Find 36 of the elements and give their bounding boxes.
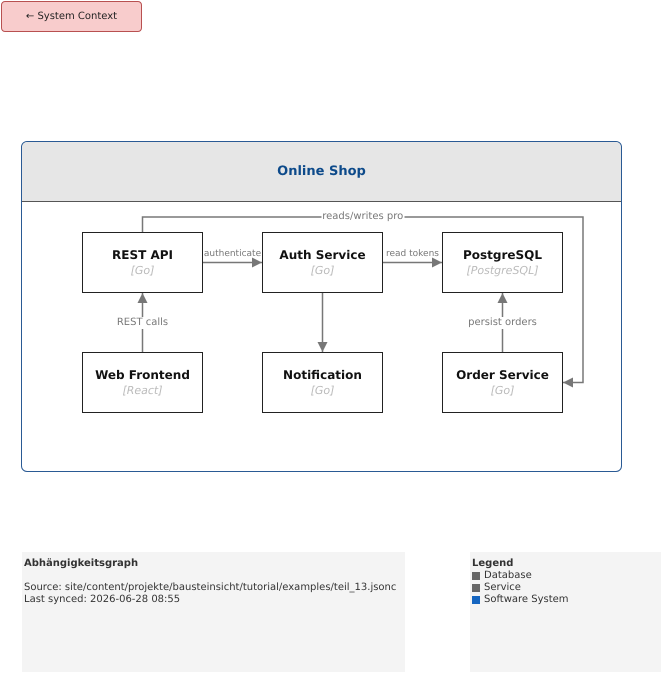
container-box: [82, 232, 203, 293]
technology-label: [React]: [122, 384, 163, 397]
node-title: Notification: [283, 368, 362, 382]
node-title: Order Service: [456, 368, 549, 382]
node-title: REST API: [112, 248, 173, 262]
legend-title: Legend: [472, 558, 514, 570]
technology-label: [Go]: [310, 264, 334, 277]
back-button: ← System Context: [1, 1, 142, 32]
legend-label: Database: [484, 570, 532, 582]
legend-label: Software System: [484, 594, 569, 606]
note-text: Last synced: 2026-06-28 08:55: [24, 594, 182, 606]
panel-heading: Abhängigkeitsgraph: [24, 558, 140, 570]
edge-label: read tokens: [385, 248, 440, 260]
arrow: [318, 293, 328, 352]
legend-label: Service: [484, 582, 521, 594]
node-title: PostgreSQL: [462, 248, 542, 262]
edge-label: REST calls: [116, 316, 170, 328]
technology-label: [Go]: [130, 264, 154, 277]
edge-label: persist orders: [467, 316, 538, 328]
technology-label: [PostgreSQL]: [466, 264, 539, 277]
technology-label: [Go]: [490, 384, 514, 397]
technology-label: [Go]: [310, 384, 334, 397]
container-box: [442, 352, 563, 413]
edge-label: authenticate: [202, 248, 262, 260]
container-title: Online Shop: [277, 164, 366, 179]
node-title: Auth Service: [279, 248, 366, 262]
container-box: [262, 232, 383, 293]
container-box: [262, 352, 383, 413]
edge-label: reads/writes pro: [321, 211, 404, 223]
arrow: [383, 258, 442, 268]
system-boundary: [21, 141, 622, 472]
arrow: [203, 258, 262, 268]
node-title: Web Frontend: [95, 368, 190, 382]
container-box: [442, 232, 563, 293]
note-text: Source: site/content/projekte/bausteinsicht/tutorial/examples/teil_13.jsonc: [24, 582, 398, 594]
container-box: [82, 352, 203, 413]
